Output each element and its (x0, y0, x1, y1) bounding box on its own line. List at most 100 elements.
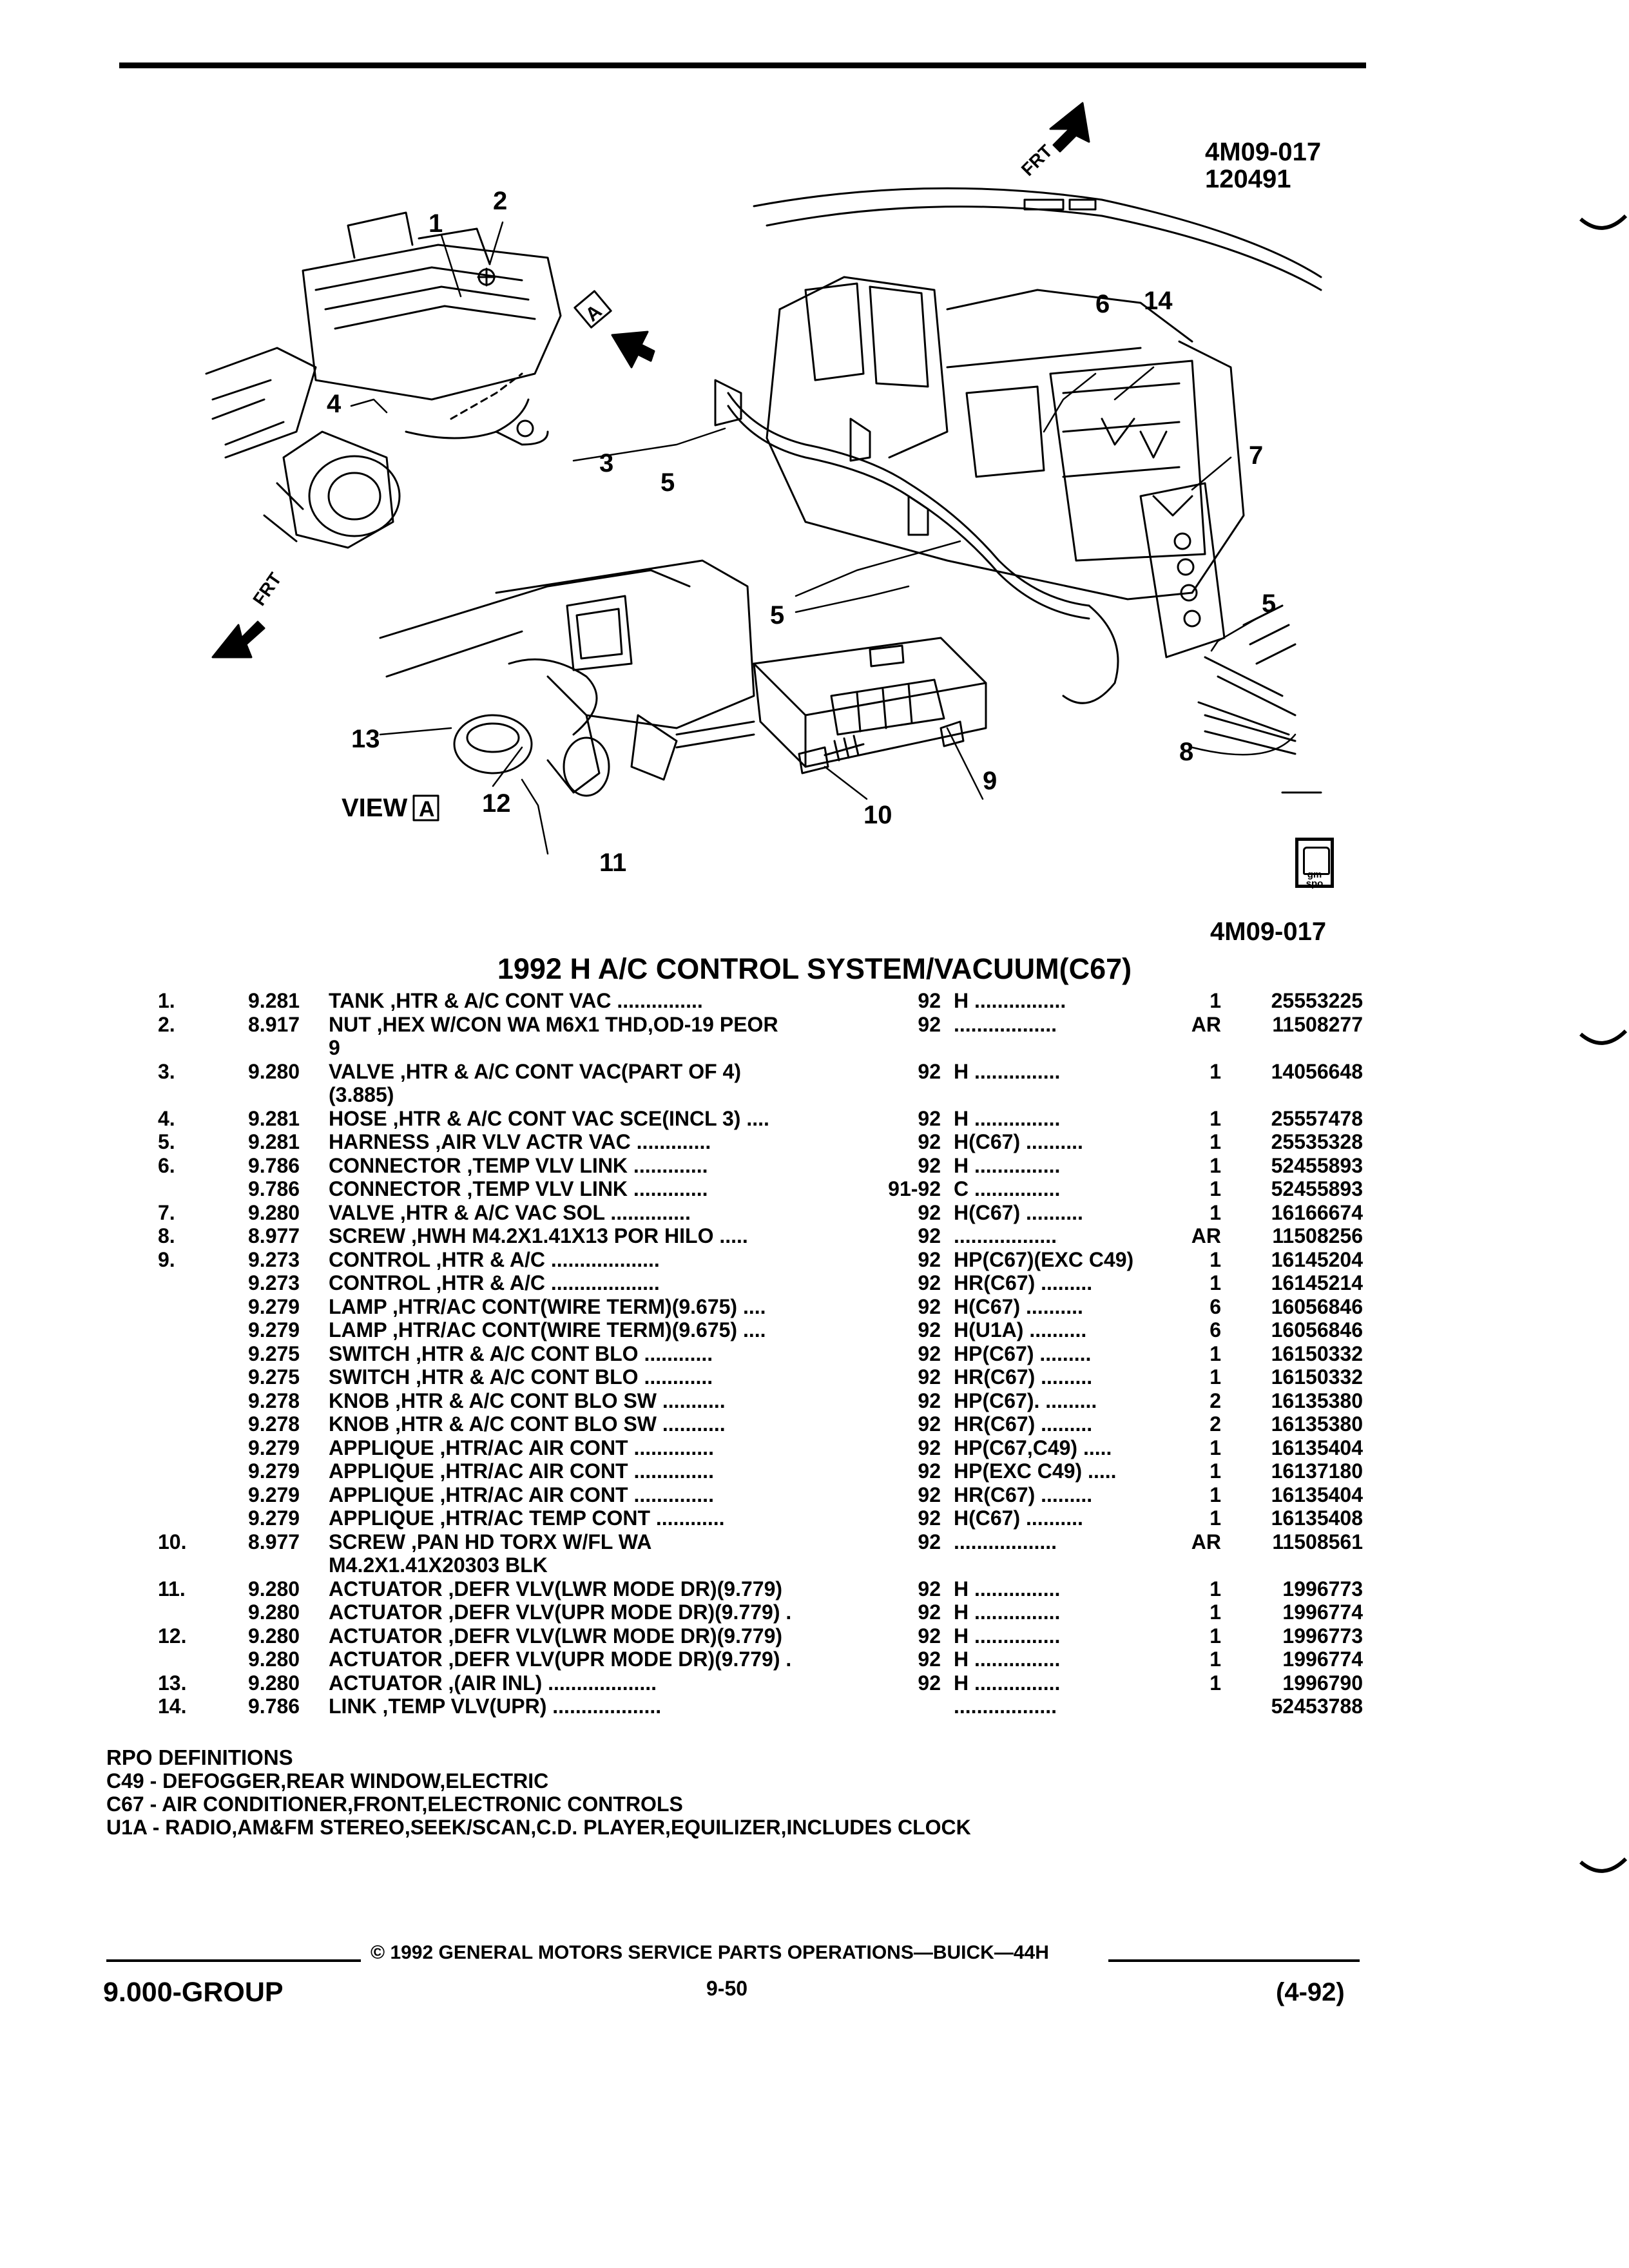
parts-cell-grp: 9.786 (248, 1153, 300, 1177)
parts-cell-pn: 1996774 (1282, 1648, 1363, 1671)
parts-cell-grp: 9.280 (248, 1577, 300, 1600)
parts-row: 9 (0, 1036, 1629, 1060)
parts-cell-grp: 9.279 (248, 1459, 300, 1483)
parts-cell-yr: 92 (918, 1059, 941, 1083)
parts-cell-desc: ACTUATOR ,DEFR VLV(UPR MODE DR)(9.779) . (329, 1600, 792, 1624)
parts-cell-yr: 92 (918, 989, 941, 1012)
parts-cell-qty: 6 (1210, 1294, 1221, 1318)
parts-cell-num: 8. (158, 1224, 175, 1247)
parts-cell-num: 6. (158, 1153, 175, 1177)
top-rule (119, 62, 1366, 68)
callout-numbers: 1 2 3 4 5 5 6 14 7 5 8 9 10 11 12 13 VIE… (249, 141, 1276, 877)
frt-label-left: FRT (249, 569, 285, 609)
margin-mark (1579, 1029, 1628, 1045)
parts-cell-rpo: HP(C67) ......... (954, 1341, 1092, 1365)
parts-cell-desc: (3.885) (329, 1083, 394, 1106)
parts-cell-yr: 92 (918, 1506, 941, 1530)
parts-cell-pn: 11508561 (1272, 1530, 1363, 1553)
parts-row: 9.273 CONTROL ,HTR & A/C ................… (0, 1271, 1629, 1295)
callout-5b: 5 (770, 601, 784, 629)
rpo-definition: C49 - DEFOGGER,REAR WINDOW,ELECTRIC (106, 1769, 549, 1792)
parts-cell-desc: KNOB ,HTR & A/C CONT BLO SW ........... (329, 1412, 726, 1436)
parts-cell-grp: 9.278 (248, 1412, 300, 1436)
parts-cell-yr: 92 (918, 1224, 941, 1247)
parts-cell-pn: 1996773 (1282, 1577, 1363, 1600)
parts-cell-desc: SWITCH ,HTR & A/C CONT BLO ............ (329, 1365, 713, 1389)
parts-cell-grp: 9.280 (248, 1600, 300, 1624)
parts-cell-grp: 9.275 (248, 1365, 300, 1389)
parts-cell-desc: SWITCH ,HTR & A/C CONT BLO ............ (329, 1341, 713, 1365)
rpo-definition: C67 - AIR CONDITIONER,FRONT,ELECTRONIC C… (106, 1792, 683, 1816)
callout-12: 12 (482, 789, 511, 818)
parts-cell-grp: 9.280 (248, 1671, 300, 1695)
parts-cell-yr: 92 (918, 1600, 941, 1624)
parts-cell-rpo: H ............... (954, 1106, 1061, 1130)
frt-label-right: FRT (1017, 141, 1056, 180)
parts-cell-num: 13. (158, 1671, 187, 1695)
parts-cell-yr: 92 (918, 1577, 941, 1600)
parts-cell-pn: 16145204 (1271, 1247, 1363, 1271)
parts-cell-qty: 6 (1210, 1318, 1221, 1341)
parts-cell-grp: 9.279 (248, 1294, 300, 1318)
footer-rule-left (106, 1959, 361, 1962)
parts-cell-qty: AR (1191, 1224, 1221, 1247)
parts-cell-qty: 1 (1210, 989, 1221, 1012)
parts-cell-pn: 52455893 (1271, 1177, 1363, 1200)
callout-3: 3 (599, 449, 613, 477)
parts-cell-grp: 9.279 (248, 1506, 300, 1530)
parts-cell-num: 14. (158, 1695, 187, 1718)
parts-cell-yr: 92 (918, 1648, 941, 1671)
parts-cell-qty: 1 (1210, 1600, 1221, 1624)
parts-row: 9.275 SWITCH ,HTR & A/C CONT BLO ........… (0, 1365, 1629, 1389)
parts-cell-pn: 1996790 (1282, 1671, 1363, 1695)
parts-cell-pn: 16135380 (1271, 1389, 1363, 1412)
parts-cell-pn: 11508256 (1272, 1224, 1363, 1247)
parts-cell-num: 12. (158, 1624, 187, 1648)
parts-cell-rpo: H(C67) .......... (954, 1130, 1083, 1153)
parts-cell-num: 2. (158, 1012, 175, 1036)
parts-cell-desc: HARNESS ,AIR VLV ACTR VAC ............. (329, 1130, 711, 1153)
parts-cell-desc: LAMP ,HTR/AC CONT(WIRE TERM)(9.675) .... (329, 1294, 766, 1318)
parts-cell-grp: 9.279 (248, 1483, 300, 1506)
parts-row: 9.280 ACTUATOR ,DEFR VLV(UPR MODE DR)(9.7… (0, 1600, 1629, 1624)
callout-13: 13 (351, 725, 380, 753)
parts-cell-qty: 1 (1210, 1624, 1221, 1648)
margin-mark (1579, 1857, 1628, 1873)
parts-cell-desc: APPLIQUE ,HTR/AC AIR CONT .............. (329, 1483, 714, 1506)
parts-cell-yr: 92 (918, 1365, 941, 1389)
parts-cell-grp: 9.279 (248, 1318, 300, 1341)
parts-cell-yr: 92 (918, 1459, 941, 1483)
parts-cell-yr: 92 (918, 1153, 941, 1177)
parts-cell-rpo: H ............... (954, 1648, 1061, 1671)
parts-cell-desc: CONTROL ,HTR & A/C ................... (329, 1271, 660, 1294)
parts-cell-pn: 14056648 (1271, 1059, 1363, 1083)
parts-cell-grp: 9.275 (248, 1341, 300, 1365)
parts-cell-grp: 9.280 (248, 1624, 300, 1648)
parts-cell-grp: 9.273 (248, 1247, 300, 1271)
parts-cell-rpo: .................. (954, 1224, 1057, 1247)
parts-cell-num: 5. (158, 1130, 175, 1153)
front-direction-arrows (211, 102, 1090, 658)
callout-6: 6 (1095, 290, 1110, 318)
callout-14: 14 (1144, 287, 1173, 315)
parts-cell-desc: ACTUATOR ,DEFR VLV(LWR MODE DR)(9.779) (329, 1577, 783, 1600)
parts-row: (3.885) (0, 1083, 1629, 1107)
parts-cell-yr: 92 (918, 1271, 941, 1294)
callout-leaders (350, 221, 1296, 855)
parts-cell-pn: 16166674 (1271, 1200, 1363, 1224)
parts-cell-desc: ACTUATOR ,(AIR INL) ................... (329, 1671, 657, 1695)
parts-cell-grp: 9.273 (248, 1271, 300, 1294)
parts-cell-qty: AR (1191, 1530, 1221, 1553)
parts-cell-qty: 1 (1210, 1106, 1221, 1130)
illustration-reference-top: 4M09-017 120491 (1205, 139, 1321, 193)
view-a-drawing (379, 559, 755, 797)
